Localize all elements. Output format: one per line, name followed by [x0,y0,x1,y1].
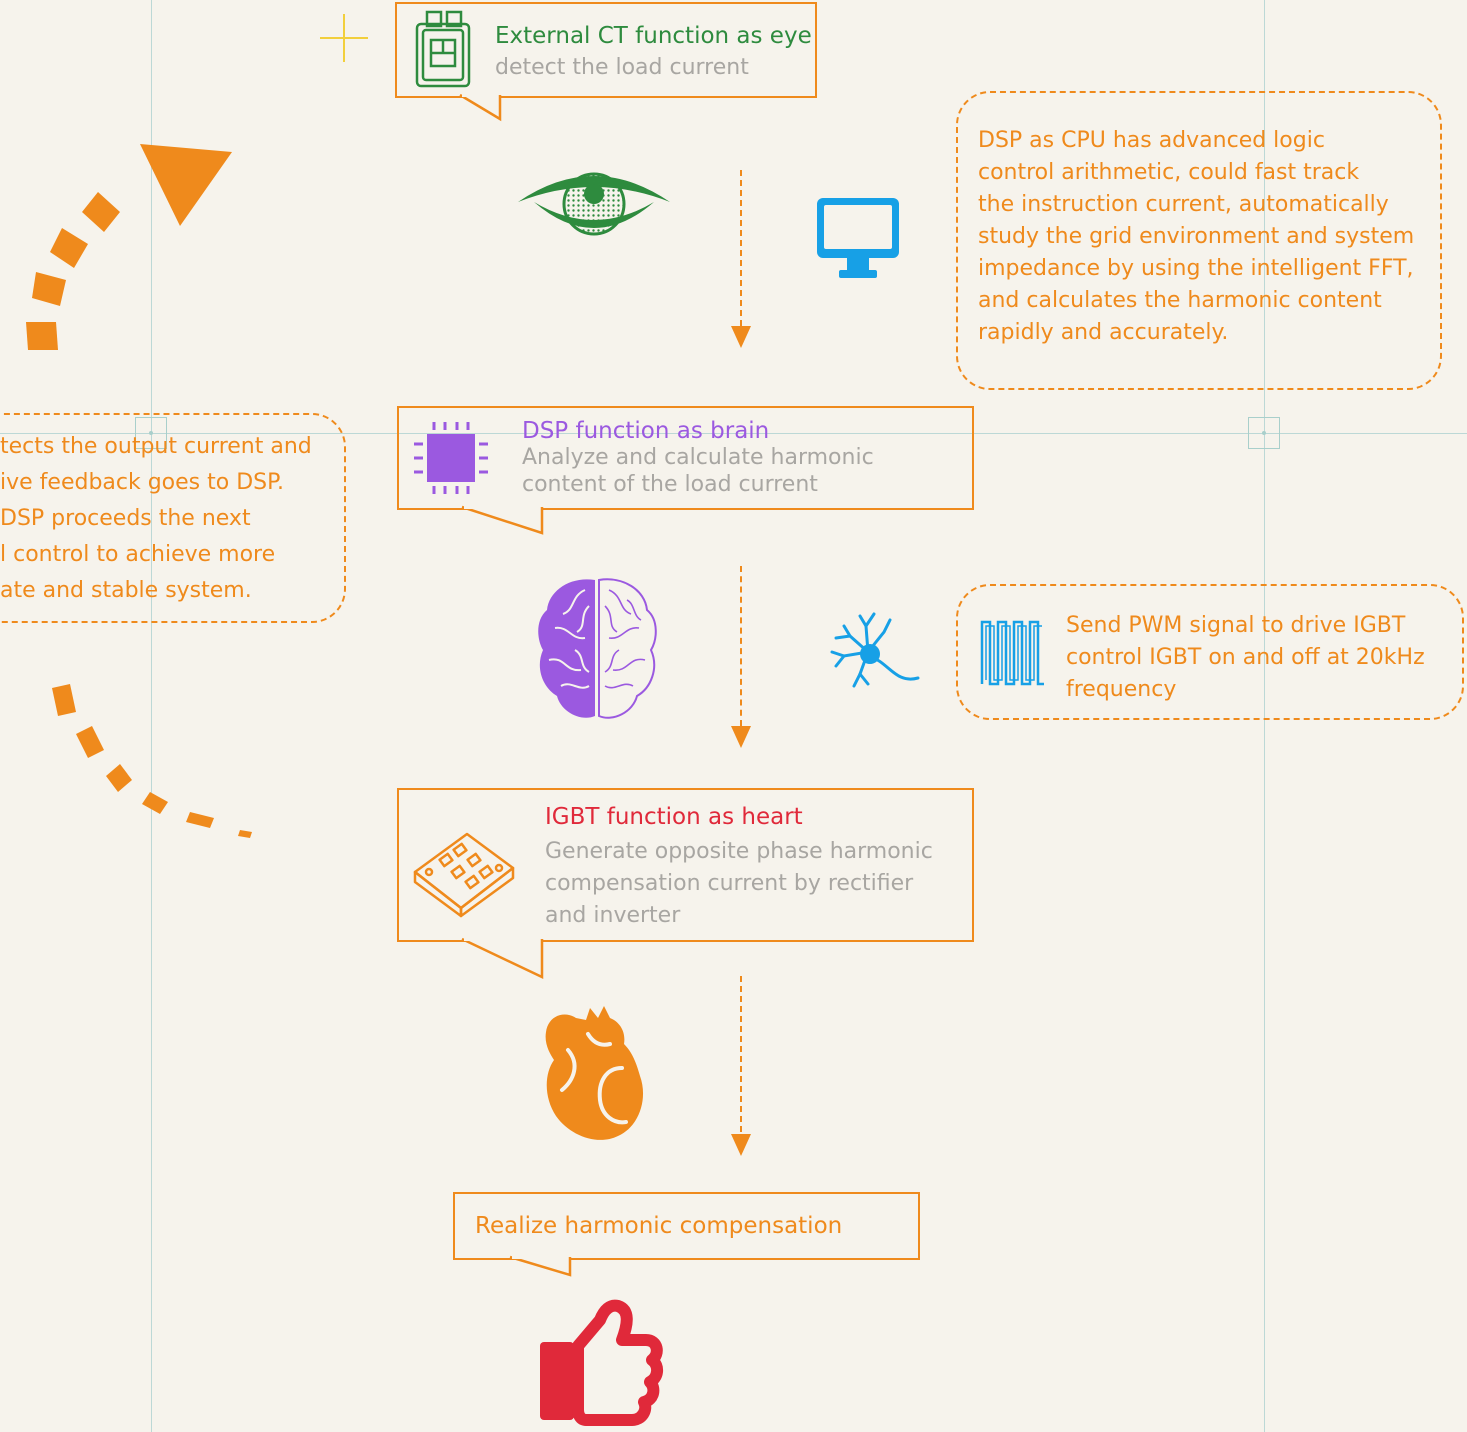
cpu-note [956,91,1442,390]
feedback-note-line: ate and stable system. [0,578,252,603]
chip-icon [414,422,488,494]
neuron-icon [830,612,920,688]
igbt-callout-tail [461,937,544,979]
flow-connector-2 [740,566,742,726]
result-callout-tail [509,1255,572,1277]
guide-line-vertical-left [151,0,152,1432]
feedback-note-line: ive feedback goes to DSP. [0,470,284,495]
feedback-note [0,413,346,623]
ct-title: External CT function as eye [495,23,812,49]
feedback-arc [52,684,252,838]
flow-connector-1 [740,170,742,326]
igbt-subtitle-line: and inverter [545,903,681,928]
brain-icon [538,578,657,719]
flow-arrow-3 [731,1134,751,1156]
cpu-note-line: impedance by using the intelligent FFT, [978,256,1414,281]
igbt-module-icon [413,832,515,918]
feedback-note-line: DSP proceeds the next [0,506,251,531]
cpu-note-line: the instruction current, automatically [978,192,1389,217]
ct-subtitle: detect the load current [495,55,749,80]
flow-arrow-1 [731,326,751,348]
guide-line-horizontal [0,433,1467,434]
cpu-note-line: control arithmetic, could fast track [978,160,1360,185]
flow-arrow-2 [731,726,751,748]
dsp-subtitle-line: Analyze and calculate harmonic [522,445,874,470]
guide-anchor-left [135,417,167,449]
heart-icon [545,1006,644,1140]
igbt-callout: IGBT function as heart Generate opposite… [397,788,974,942]
feedback-arrow-up [26,144,232,350]
guide-line-vertical-right [1264,0,1265,1432]
igbt-subtitle-line: Generate opposite phase harmonic [545,839,933,864]
feedback-note-line: tects the output current and [0,434,312,459]
thumbs-up-icon [540,1299,663,1426]
cpu-note-line: and calculates the harmonic content [978,288,1382,313]
current-transformer-icon [415,10,471,88]
cpu-note-line: rapidly and accurately. [978,320,1229,345]
result-title: Realize harmonic compensation [475,1213,843,1239]
eye-icon [518,172,670,236]
pwm-note [956,584,1464,720]
flow-connector-3 [740,976,742,1132]
pwm-note-line: control IGBT on and off at 20kHz [1066,645,1425,670]
ct-callout-tail [459,93,502,122]
pwm-note-line: Send PWM signal to drive IGBT [1066,613,1406,638]
dsp-callout-tail [461,505,544,535]
dsp-callout: DSP function as brain Analyze and calcul… [397,406,974,510]
feedback-note-line: l control to achieve more [0,542,276,567]
cpu-note-line: study the grid environment and system [978,224,1415,249]
monitor-icon [817,198,899,278]
ct-callout: External CT function as eye detect the l… [395,2,817,98]
dsp-title: DSP function as brain [522,418,770,444]
guide-anchor-right [1248,417,1280,449]
igbt-subtitle-line: compensation current by rectifier [545,871,914,896]
crosshair-icon [320,14,368,62]
pwm-waveform-icon [980,620,1044,686]
result-callout: Realize harmonic compensation [453,1192,920,1260]
igbt-title: IGBT function as heart [545,804,803,830]
cpu-note-line: DSP as CPU has advanced logic [978,128,1325,153]
dsp-subtitle-line: content of the load current [522,472,818,497]
pwm-note-line: frequency [1066,677,1177,702]
